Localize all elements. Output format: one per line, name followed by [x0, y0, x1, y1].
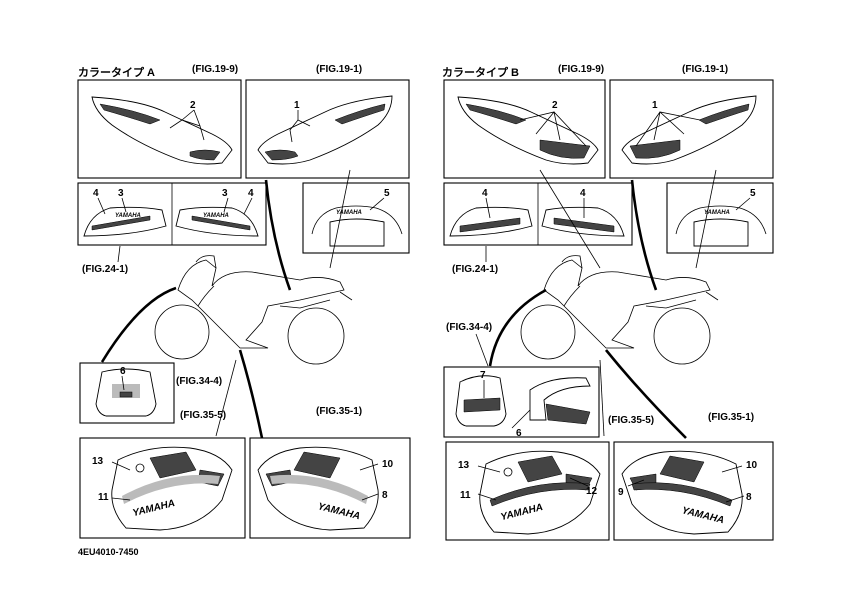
part-code: 4EU4010-7450 [78, 547, 139, 557]
callout-13-b: 13 [458, 460, 470, 471]
callout-6-a: 6 [120, 366, 126, 377]
callout-6-b: 6 [516, 428, 522, 439]
motorcycle-outline-a [154, 255, 353, 365]
callout-5-b: 5 [750, 188, 756, 199]
fig-19-1-label-a: (FIG.19-1) [316, 64, 362, 75]
side-cowl-right-box-b [613, 441, 774, 541]
side-cowl-left-part-b [479, 450, 601, 535]
rear-cowl-right-box-a [245, 79, 410, 179]
callout-5-a: 5 [384, 188, 390, 199]
fig-24-1-label-a: (FIG.24-1) [82, 264, 128, 275]
fig-35-1-label-a: (FIG.35-1) [316, 406, 362, 417]
side-cowl-left-part-a [111, 446, 233, 531]
yamaha-logo-tank-right-a: YAMAHA [203, 213, 229, 219]
callout-7-b: 7 [480, 370, 486, 381]
rear-cowl-left-box-a [77, 79, 242, 179]
callout-4-b-right: 4 [580, 188, 586, 199]
callout-8-b: 8 [746, 492, 752, 503]
fig-34-4-label-a: (FIG.34-4) [176, 376, 222, 387]
rear-cowl-left-box-b [443, 79, 606, 179]
callout-1-a: 1 [294, 100, 300, 111]
side-cowl-right-part-a [257, 446, 379, 531]
callout-11-b: 11 [460, 490, 471, 501]
yamaha-logo-seat-a: YAMAHA [336, 210, 362, 216]
fig-19-9-label-a: (FIG.19-9) [192, 64, 238, 75]
fig-24-1-label-b: (FIG.24-1) [452, 264, 498, 275]
callout-4-b-left: 4 [482, 188, 488, 199]
yamaha-logo-seat-b: YAMAHA [704, 210, 730, 216]
callout-9-b: 9 [618, 487, 624, 498]
callout-4-a-left: 4 [93, 188, 99, 199]
callout-11-a: 11 [98, 492, 109, 503]
fig-19-9-label-b: (FIG.19-9) [558, 64, 604, 75]
motorcycle-outline-b [520, 255, 719, 365]
callout-4-a-right: 4 [248, 188, 254, 199]
side-cowl-left-box-a [79, 437, 246, 539]
color-type-a-header: カラータイプ A [78, 65, 155, 79]
callout-10-a: 10 [382, 459, 394, 470]
color-type-b-panel: カラータイプ B (FIG.19-9) (FIG.19-1) 2 1 4 4 Y… [442, 64, 774, 541]
callout-3-a-left: 3 [118, 188, 124, 199]
fig-35-5-label-a: (FIG.35-5) [180, 410, 226, 421]
callout-12-b: 12 [586, 486, 598, 497]
front-cowl-box-a [79, 362, 175, 424]
fig-35-5-label-b: (FIG.35-5) [608, 415, 654, 426]
fig-19-1-label-b: (FIG.19-1) [682, 64, 728, 75]
callout-2-a: 2 [190, 100, 196, 111]
callout-8-a: 8 [382, 490, 388, 501]
callout-3-a-right: 3 [222, 188, 228, 199]
seat-cowl-box-b [666, 182, 774, 254]
callout-2-b: 2 [552, 100, 558, 111]
rear-cowl-right-box-b [609, 79, 774, 179]
fig-34-4-label-b: (FIG.34-4) [446, 322, 492, 333]
side-cowl-right-part-b [621, 450, 743, 535]
yamaha-logo-tank-left-a: YAMAHA [115, 213, 141, 219]
color-type-b-header: カラータイプ B [442, 65, 519, 79]
callout-13-a: 13 [92, 456, 104, 467]
color-type-a-panel: カラータイプ A (FIG.19-9) (FIG.19-1) 2 1 YAMAH… [77, 64, 411, 539]
seat-cowl-box-a [302, 182, 410, 254]
front-cowl-box-b [443, 366, 600, 438]
side-cowl-right-box-a [249, 437, 411, 539]
fig-35-1-label-b: (FIG.35-1) [708, 412, 754, 423]
callout-10-b: 10 [746, 460, 758, 471]
callout-1-b: 1 [652, 100, 658, 111]
seat-cowl-part-a [329, 218, 385, 247]
side-cowl-left-box-b [445, 441, 610, 541]
seat-cowl-part-b [693, 218, 749, 247]
